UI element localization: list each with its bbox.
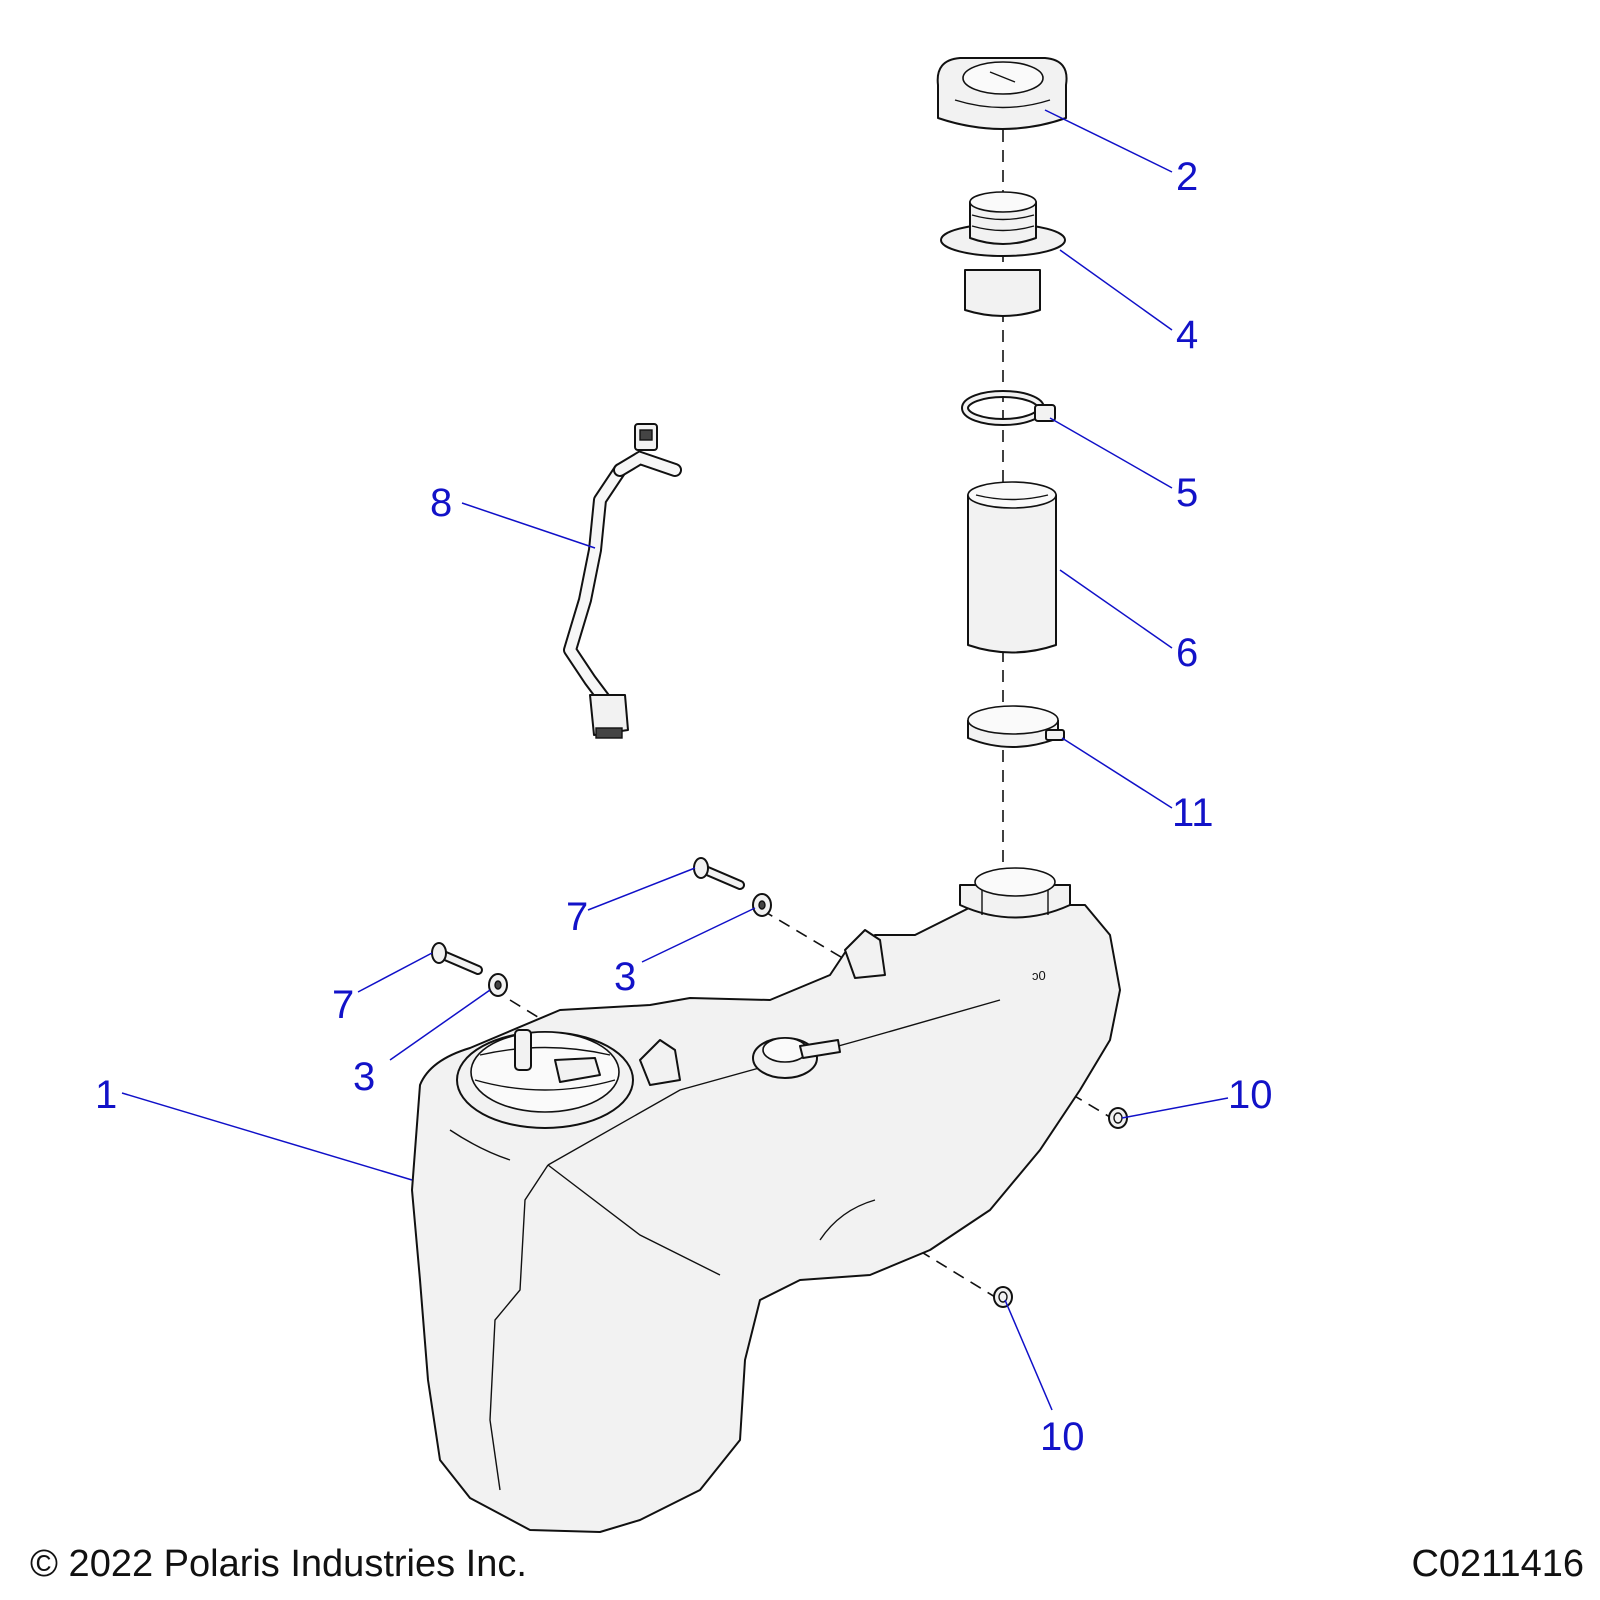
nut-right <box>1108 1107 1128 1129</box>
vent-hose <box>563 423 682 739</box>
washer-upper <box>752 893 772 917</box>
callout-label: 10 <box>1040 1415 1085 1459</box>
callout-label: 7 <box>332 983 354 1027</box>
filler-hose <box>967 481 1057 654</box>
fuel-tank: ɔ0 <box>411 867 1121 1533</box>
fuel-cap <box>936 57 1068 130</box>
bolt-upper <box>693 857 745 890</box>
callout-label: 1 <box>95 1073 117 1117</box>
filler-neck <box>940 191 1066 317</box>
callout-label: 4 <box>1176 313 1198 357</box>
copyright-notice: © 2022 Polaris Industries Inc. <box>30 1543 527 1585</box>
bolt-lower <box>431 942 483 975</box>
band-clamp <box>967 705 1065 748</box>
callout-labels: 2 4 5 8 6 11 7 3 7 3 1 10 10 <box>95 155 1273 1459</box>
drawing-number: C0211416 <box>1411 1543 1584 1585</box>
washer-lower <box>488 973 508 997</box>
callout-label: 5 <box>1176 471 1198 515</box>
callout-label: 2 <box>1176 155 1198 199</box>
callout-label: 7 <box>566 895 588 939</box>
hose-clamp <box>961 390 1056 426</box>
callout-label: 11 <box>1172 791 1214 835</box>
callout-label: 6 <box>1176 631 1198 675</box>
svg-text:ɔ0: ɔ0 <box>1032 968 1046 983</box>
nut-lower <box>993 1286 1013 1308</box>
leader-lines <box>121 109 1229 1411</box>
callout-label: 3 <box>614 955 636 999</box>
callout-label: 10 <box>1228 1073 1273 1117</box>
callout-label: 8 <box>430 481 452 525</box>
callout-label: 3 <box>353 1055 375 1099</box>
